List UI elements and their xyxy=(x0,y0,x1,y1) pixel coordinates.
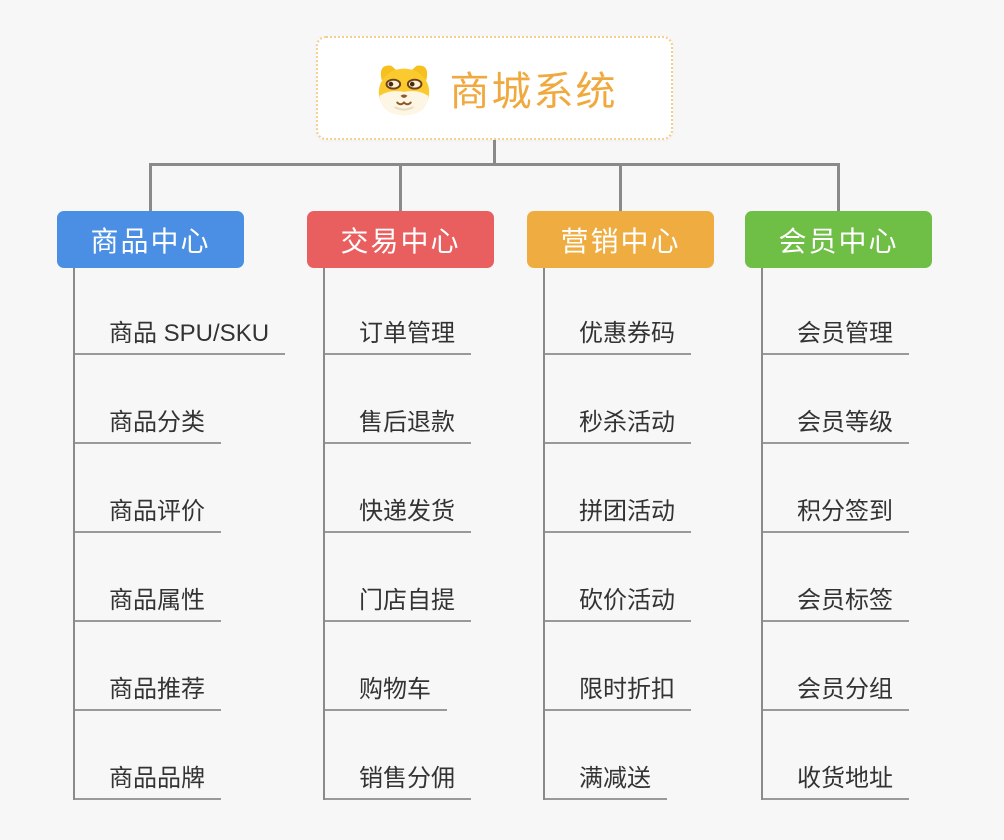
subtopic[interactable]: 快递发货 xyxy=(325,491,471,533)
subtopic[interactable]: 商品推荐 xyxy=(75,669,221,711)
subtopic-row: 优惠券码 xyxy=(545,268,714,355)
connector-drop-3 xyxy=(619,166,622,212)
subtopic-row: 商品属性 xyxy=(75,533,285,622)
subtopic-row: 商品评价 xyxy=(75,444,285,533)
subtopic-row: 砍价活动 xyxy=(545,533,714,622)
subtopic[interactable]: 会员管理 xyxy=(763,313,909,355)
branch-header-marketing-center[interactable]: 营销中心 xyxy=(527,211,714,268)
subtopic[interactable]: 限时折扣 xyxy=(545,669,691,711)
subtopic-row: 满减送 xyxy=(545,711,714,800)
subtopic[interactable]: 销售分佣 xyxy=(325,758,471,800)
subtopic[interactable]: 订单管理 xyxy=(325,313,471,355)
connector-root-stem xyxy=(493,140,496,164)
subtopic-row: 商品 SPU/SKU xyxy=(75,268,286,355)
branch-marketing-center: 营销中心 优惠券码 秒杀活动 拼团活动 砍价活动 限时折扣 满减送 xyxy=(527,211,714,800)
subtopic-row: 销售分佣 xyxy=(325,711,494,800)
subtopic[interactable]: 商品属性 xyxy=(75,580,221,622)
subtopic[interactable]: 积分签到 xyxy=(763,491,909,533)
subtopic-row: 售后退款 xyxy=(325,355,494,444)
connector-drop-1 xyxy=(149,166,152,212)
subtopic[interactable]: 会员分组 xyxy=(763,669,909,711)
subtopic[interactable]: 购物车 xyxy=(325,669,447,711)
subtopic[interactable]: 优惠券码 xyxy=(545,313,691,355)
subtopic-row: 限时折扣 xyxy=(545,622,714,711)
subtopic-row: 商品推荐 xyxy=(75,622,285,711)
subtopic-row: 商品品牌 xyxy=(75,711,285,800)
root-topic[interactable]: 商城系统 xyxy=(316,36,673,140)
subtopic-row: 订单管理 xyxy=(325,268,494,355)
branch-items: 优惠券码 秒杀活动 拼团活动 砍价活动 限时折扣 满减送 xyxy=(543,268,714,800)
subtopic[interactable]: 拼团活动 xyxy=(545,491,691,533)
connector-horizontal xyxy=(149,163,840,166)
subtopic[interactable]: 商品 SPU/SKU xyxy=(75,313,286,355)
branch-header-product-center[interactable]: 商品中心 xyxy=(57,211,244,268)
subtopic-row: 秒杀活动 xyxy=(545,355,714,444)
subtopic[interactable]: 会员等级 xyxy=(763,402,909,444)
branch-trade-center: 交易中心 订单管理 售后退款 快递发货 门店自提 购物车 销售分佣 xyxy=(307,211,494,800)
connector-drop-2 xyxy=(399,166,402,212)
subtopic[interactable]: 收货地址 xyxy=(763,758,909,800)
subtopic-row: 收货地址 xyxy=(763,711,932,800)
subtopic-row: 快递发货 xyxy=(325,444,494,533)
branch-items: 商品 SPU/SKU 商品分类 商品评价 商品属性 商品推荐 商品品牌 xyxy=(73,268,286,800)
subtopic-row: 积分签到 xyxy=(763,444,932,533)
branch-header-trade-center[interactable]: 交易中心 xyxy=(307,211,494,268)
branch-header-member-center[interactable]: 会员中心 xyxy=(745,211,932,268)
subtopic-row: 会员等级 xyxy=(763,355,932,444)
branch-product-center: 商品中心 商品 SPU/SKU 商品分类 商品评价 商品属性 商品推荐 商品品牌 xyxy=(57,211,286,800)
subtopic[interactable]: 门店自提 xyxy=(325,580,471,622)
branch-items: 订单管理 售后退款 快递发货 门店自提 购物车 销售分佣 xyxy=(323,268,494,800)
subtopic-row: 会员分组 xyxy=(763,622,932,711)
subtopic[interactable]: 商品品牌 xyxy=(75,758,221,800)
subtopic-row: 门店自提 xyxy=(325,533,494,622)
branch-items: 会员管理 会员等级 积分签到 会员标签 会员分组 收货地址 xyxy=(761,268,932,800)
subtopic[interactable]: 砍价活动 xyxy=(545,580,691,622)
subtopic-row: 拼团活动 xyxy=(545,444,714,533)
subtopic-row: 购物车 xyxy=(325,622,494,711)
subtopic[interactable]: 售后退款 xyxy=(325,402,471,444)
subtopic[interactable]: 满减送 xyxy=(545,758,667,800)
subtopic[interactable]: 会员标签 xyxy=(763,580,909,622)
subtopic-row: 会员标签 xyxy=(763,533,932,622)
branch-member-center: 会员中心 会员管理 会员等级 积分签到 会员标签 会员分组 收货地址 xyxy=(745,211,932,800)
root-title: 商城系统 xyxy=(449,70,618,114)
subtopic-row: 会员管理 xyxy=(763,268,932,355)
subtopic[interactable]: 商品分类 xyxy=(75,402,221,444)
subtopic[interactable]: 秒杀活动 xyxy=(545,402,691,444)
subtopic-row: 商品分类 xyxy=(75,355,285,444)
connector-drop-4 xyxy=(837,166,840,212)
dog-icon xyxy=(372,57,436,119)
subtopic[interactable]: 商品评价 xyxy=(75,491,221,533)
